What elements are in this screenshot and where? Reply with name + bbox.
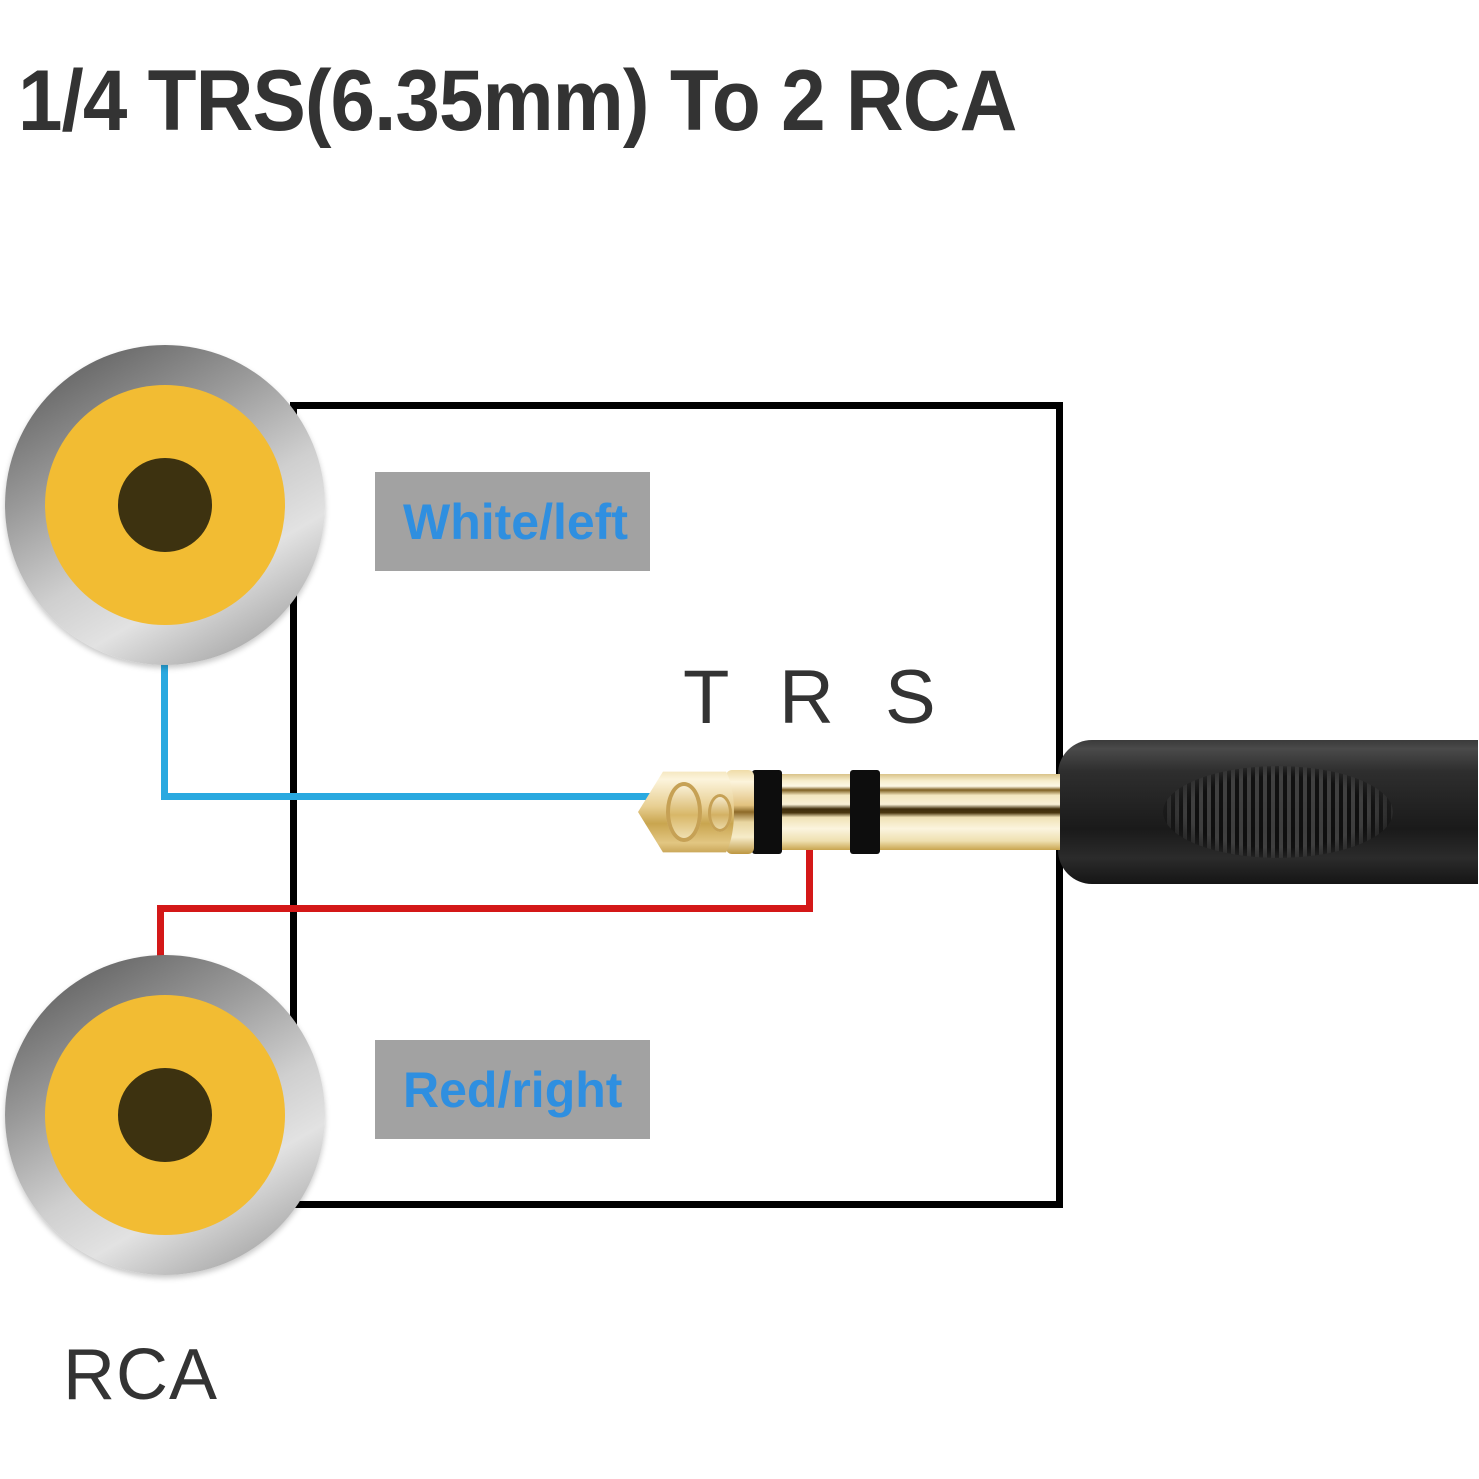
rca-center-hole (118, 1068, 212, 1162)
label-red-right: Red/right (375, 1040, 650, 1139)
trs-label-sleeve: S (885, 655, 936, 740)
plug-tip-groove-1 (666, 782, 702, 842)
trs-label-tip: T (683, 655, 730, 740)
plug-gold-shaft (748, 774, 1060, 850)
cable-grip-texture (1163, 766, 1393, 858)
label-white-left: White/left (375, 472, 650, 571)
label-red-right-text: Red/right (403, 1061, 623, 1118)
page-title: 1/4 TRS(6.35mm) To 2 RCA (18, 53, 1017, 149)
cable-body (1058, 740, 1478, 884)
rca-caption: RCA (63, 1335, 219, 1415)
rca-center-hole (118, 458, 212, 552)
plug-tip-groove-2 (708, 794, 732, 832)
white-left-wire-horizontal (161, 793, 653, 800)
rca-yellow-ring (45, 995, 285, 1235)
rca-jack-left (5, 345, 325, 665)
white-left-wire-vertical (161, 560, 168, 800)
rca-jack-right (5, 955, 325, 1275)
trs-plug-illustration (638, 740, 1478, 884)
plug-insulator-ring-2 (850, 770, 880, 854)
plug-insulator-ring-1 (752, 770, 782, 854)
red-right-wire-vertical-upper (806, 845, 813, 912)
label-white-left-text: White/left (403, 493, 628, 550)
rca-yellow-ring (45, 385, 285, 625)
red-right-wire-horizontal (157, 905, 813, 912)
trs-label-ring: R (779, 655, 834, 740)
